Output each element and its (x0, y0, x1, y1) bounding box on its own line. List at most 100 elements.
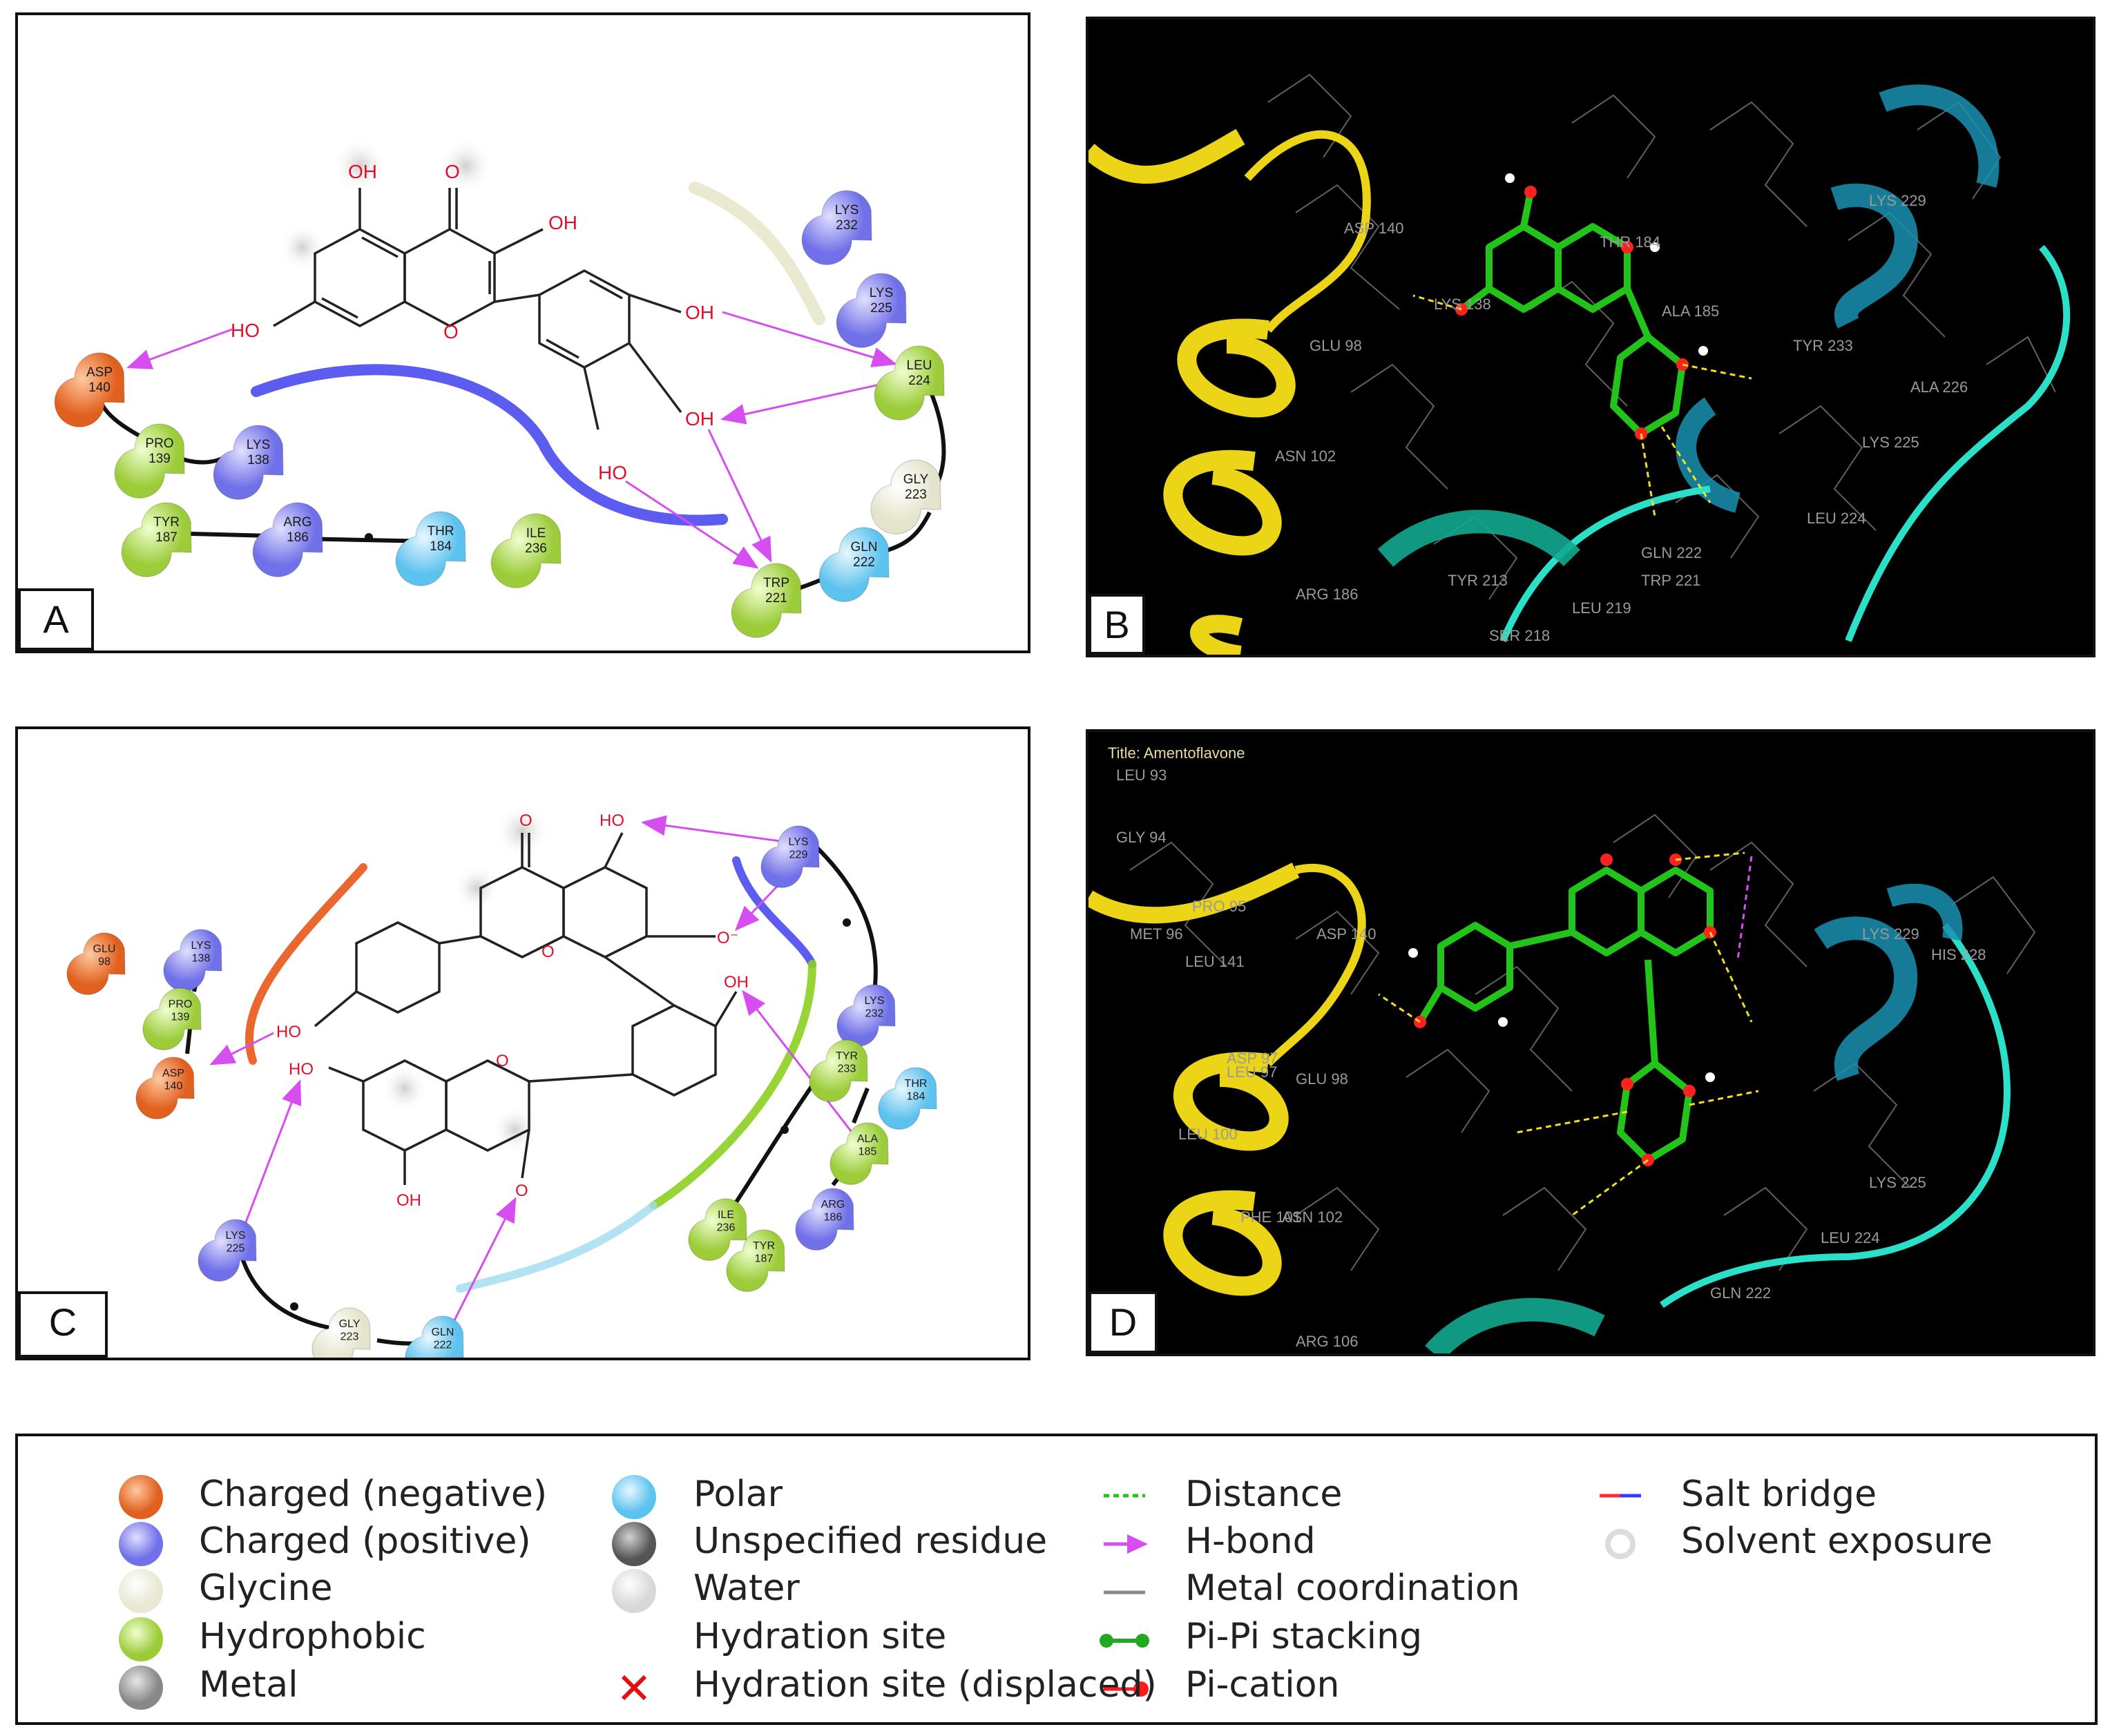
residue-shape (114, 423, 185, 499)
pocket-ribbon (456, 1202, 658, 1293)
residue-number: 140 (164, 1081, 183, 1092)
residue-name: LYS (247, 438, 271, 452)
residue-3d-label: SER 218 (1489, 627, 1550, 644)
residue-shape (726, 1229, 785, 1293)
residue-number: 225 (227, 1243, 245, 1255)
residue-number: 184 (907, 1091, 925, 1103)
panel-a: OH O OH HO OH OH HO O (15, 12, 1030, 653)
solvent-halo (495, 804, 550, 859)
residue-3d-label: ALA 185 (1662, 302, 1719, 320)
residue-number: 233 (838, 1063, 856, 1075)
glycine-swatch-icon (119, 1569, 163, 1613)
atom-label: HO (598, 462, 627, 483)
ligand-structure-a (273, 188, 682, 430)
hbond-arrow-icon (1104, 1534, 1148, 1554)
pocket-ribbon (732, 856, 816, 968)
residue-name: GLY (903, 472, 929, 487)
pi-cation-icon (1104, 1681, 1149, 1697)
residue-name: ARG (821, 1199, 845, 1211)
residue-name: LYS (191, 940, 211, 952)
residue-name: LEU (907, 358, 932, 373)
residue-name: PRO (169, 999, 193, 1010)
residue-shape (829, 1122, 889, 1186)
ligand-structure-c (314, 832, 738, 1185)
panel-d: Title: Amentoflavone (1086, 729, 2095, 1356)
residue-3d-label: PHE 101 (1240, 1208, 1301, 1226)
panel-label-a: A (18, 588, 94, 650)
helix-cyan (1425, 883, 2011, 1353)
residue-shape (795, 1188, 854, 1251)
residue-3d-label: LEU 219 (1572, 599, 1631, 617)
residue-shape (818, 527, 890, 602)
residue-shape (809, 1039, 868, 1103)
legend-item-hydrophobic: Hydrophobic (199, 1616, 426, 1657)
residue-shape (198, 1219, 257, 1282)
residue-shape (688, 1198, 747, 1262)
atom-label: O (519, 811, 533, 830)
residue-name: GLY (339, 1318, 361, 1330)
residue-number: 98 (98, 956, 111, 968)
residue-number: 139 (148, 452, 171, 466)
residue-name: ASP (162, 1068, 184, 1079)
residue-number: 140 (88, 380, 111, 395)
residue-name: PRO (145, 436, 173, 451)
residue-3d-label: TYR 233 (1793, 337, 1853, 354)
residue-3d-label: LEU 93 (1116, 766, 1167, 784)
helix-yellow (1088, 128, 1371, 655)
solvent-halo (381, 1065, 428, 1112)
panel-label-b: B (1088, 594, 1145, 655)
legend-item-hbond: H-bond (1185, 1521, 1316, 1562)
residue-number: 184 (430, 539, 452, 554)
residue-number: 186 (287, 530, 309, 545)
residue-name: TRP (763, 576, 789, 590)
solvent-halo (454, 865, 501, 912)
interaction-diagram-a: OH O OH HO OH OH HO O (54, 138, 946, 638)
residue-shape (213, 425, 284, 500)
ligand-atoms-a: OH O OH HO OH OH HO O (231, 161, 714, 483)
legend-item-negative: Charged (negative) (199, 1474, 548, 1515)
residue-number: 187 (755, 1253, 774, 1265)
residue-3d-label: LYS 229 (1862, 925, 1919, 943)
residue-name: TYR (153, 515, 180, 530)
residue-shape (395, 511, 466, 586)
ligand-atoms-d (1408, 853, 1716, 1166)
residue-name: LYS (225, 1230, 245, 1242)
wireframe-residues (1267, 73, 2056, 600)
residue-3d-label: LEU 97 (1227, 1063, 1277, 1081)
residue-number: 138 (247, 453, 269, 467)
atom-label: O (541, 943, 555, 961)
ligand-atoms-c: O HO O⁻ OH HO HO OH O O O (276, 811, 749, 1210)
residue-name: GLN (850, 540, 877, 554)
atom-label: HO (231, 320, 260, 341)
residue-number: 236 (525, 541, 547, 556)
residue-name: THR (427, 524, 454, 539)
residue-3d-label: MET 96 (1130, 925, 1183, 943)
residue-shape (142, 987, 202, 1051)
residue-name: ALA (857, 1133, 879, 1145)
panel-c: O HO O⁻ OH HO HO OH O O O (15, 726, 1030, 1360)
negative-swatch-icon (119, 1475, 163, 1519)
residue-name: LYS (870, 286, 894, 300)
polar-swatch-icon (612, 1475, 656, 1519)
residue-number: 222 (853, 555, 875, 570)
residue-shape (490, 513, 562, 588)
hbonds-a (126, 311, 897, 569)
helix-cyan (1377, 84, 2071, 642)
residue-3d-label: ARG 186 (1296, 586, 1359, 603)
